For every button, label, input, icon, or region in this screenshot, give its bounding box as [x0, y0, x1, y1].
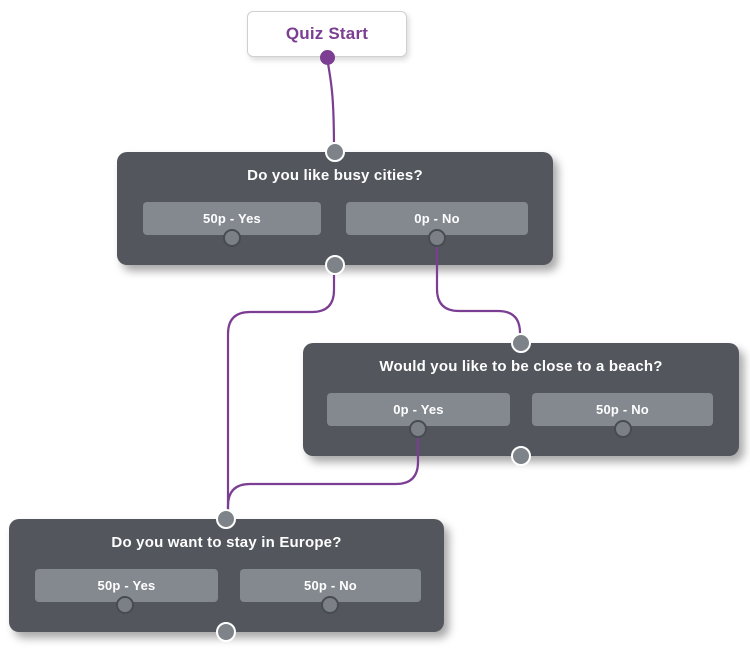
question-title: Do you want to stay in Europe?: [111, 534, 342, 551]
question-2-answer-1-port[interactable]: [409, 420, 427, 438]
question-1-output-port[interactable]: [325, 255, 345, 275]
question-title: Would you like to be close to a beach?: [379, 358, 663, 375]
question-node-1[interactable]: Do you like busy cities? 50p - Yes 0p - …: [117, 152, 553, 265]
quiz-start-label: Quiz Start: [285, 24, 369, 43]
quiz-start-output-port[interactable]: [320, 50, 335, 65]
question-2-answer-2-port[interactable]: [614, 420, 632, 438]
question-3-input-port[interactable]: [216, 509, 236, 529]
question-1-answer-1-port[interactable]: [223, 229, 241, 247]
question-1-answer-2-port[interactable]: [428, 229, 446, 247]
question-1-input-port[interactable]: [325, 142, 345, 162]
question-title: Do you like busy cities?: [247, 167, 423, 184]
question-2-input-port[interactable]: [511, 333, 531, 353]
question-2-output-port[interactable]: [511, 446, 531, 466]
question-3-answer-2-port[interactable]: [321, 596, 339, 614]
question-node-3[interactable]: Do you want to stay in Europe? 50p - Yes…: [9, 519, 444, 632]
question-3-output-port[interactable]: [216, 622, 236, 642]
connection-start-to-question-1: [325, 56, 336, 154]
quiz-start-node[interactable]: Quiz Start: [247, 11, 407, 57]
question-3-answer-1-port[interactable]: [116, 596, 134, 614]
question-node-2[interactable]: Would you like to be close to a beach? 0…: [303, 343, 739, 456]
